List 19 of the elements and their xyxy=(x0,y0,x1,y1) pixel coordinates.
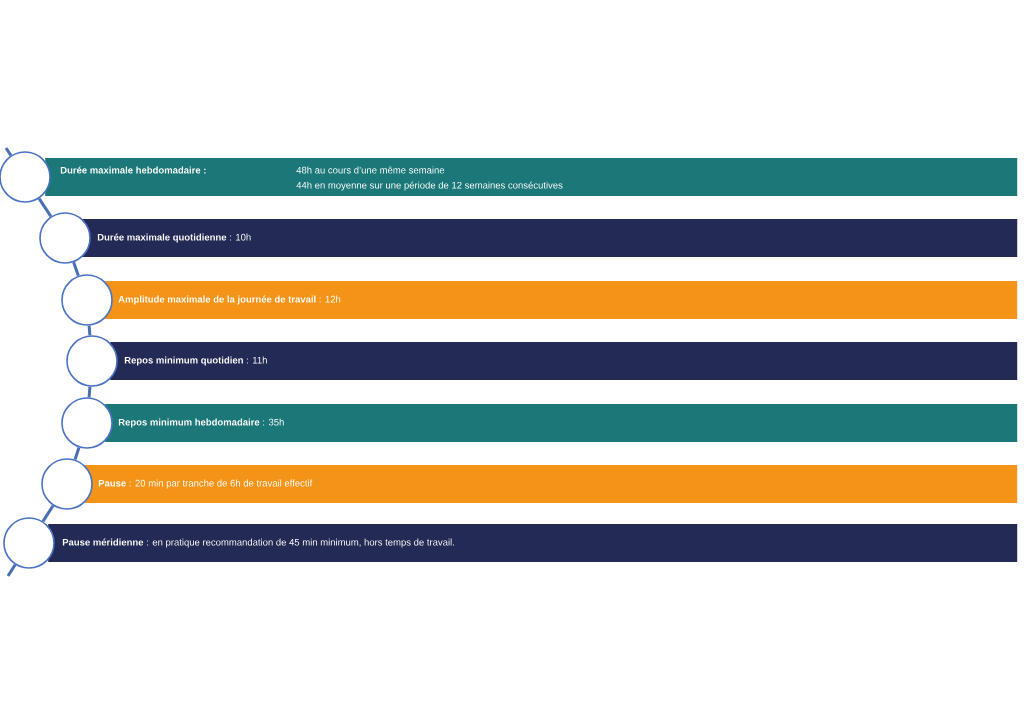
timeline-line xyxy=(41,504,55,523)
info-bar: Pause : 20 min par tranche de 6h de travail effectif xyxy=(85,465,1018,503)
timeline-circle xyxy=(61,274,113,326)
timeline-line xyxy=(87,386,92,398)
info-bar: Repos minimum hebdomadaire : 35h xyxy=(105,404,1018,442)
timeline-circle xyxy=(3,517,55,569)
info-bar: Durée maximale hebdomadaire : 48h au cours d’une même semaine 44h en moyenne sur une période de 12 semaines consécutives xyxy=(45,158,1018,196)
info-bar: Amplitude maximale de la journée de travail : 12h xyxy=(105,281,1018,319)
info-bar: Repos minimum quotidien : 11h xyxy=(110,342,1018,380)
timeline-circle xyxy=(39,212,91,264)
timeline-line xyxy=(73,447,81,460)
timeline-circle xyxy=(66,335,118,387)
info-bar: Durée maximale quotidienne : 10h xyxy=(80,219,1018,257)
timeline-line xyxy=(72,261,80,277)
timeline-circle xyxy=(61,397,113,449)
info-bar: Pause méridienne : en pratique recommandation de 45 min minimum, hors temps de travail. xyxy=(48,524,1018,562)
timeline-circle xyxy=(41,458,93,510)
timeline-line xyxy=(37,197,53,218)
timeline-line xyxy=(87,325,92,336)
